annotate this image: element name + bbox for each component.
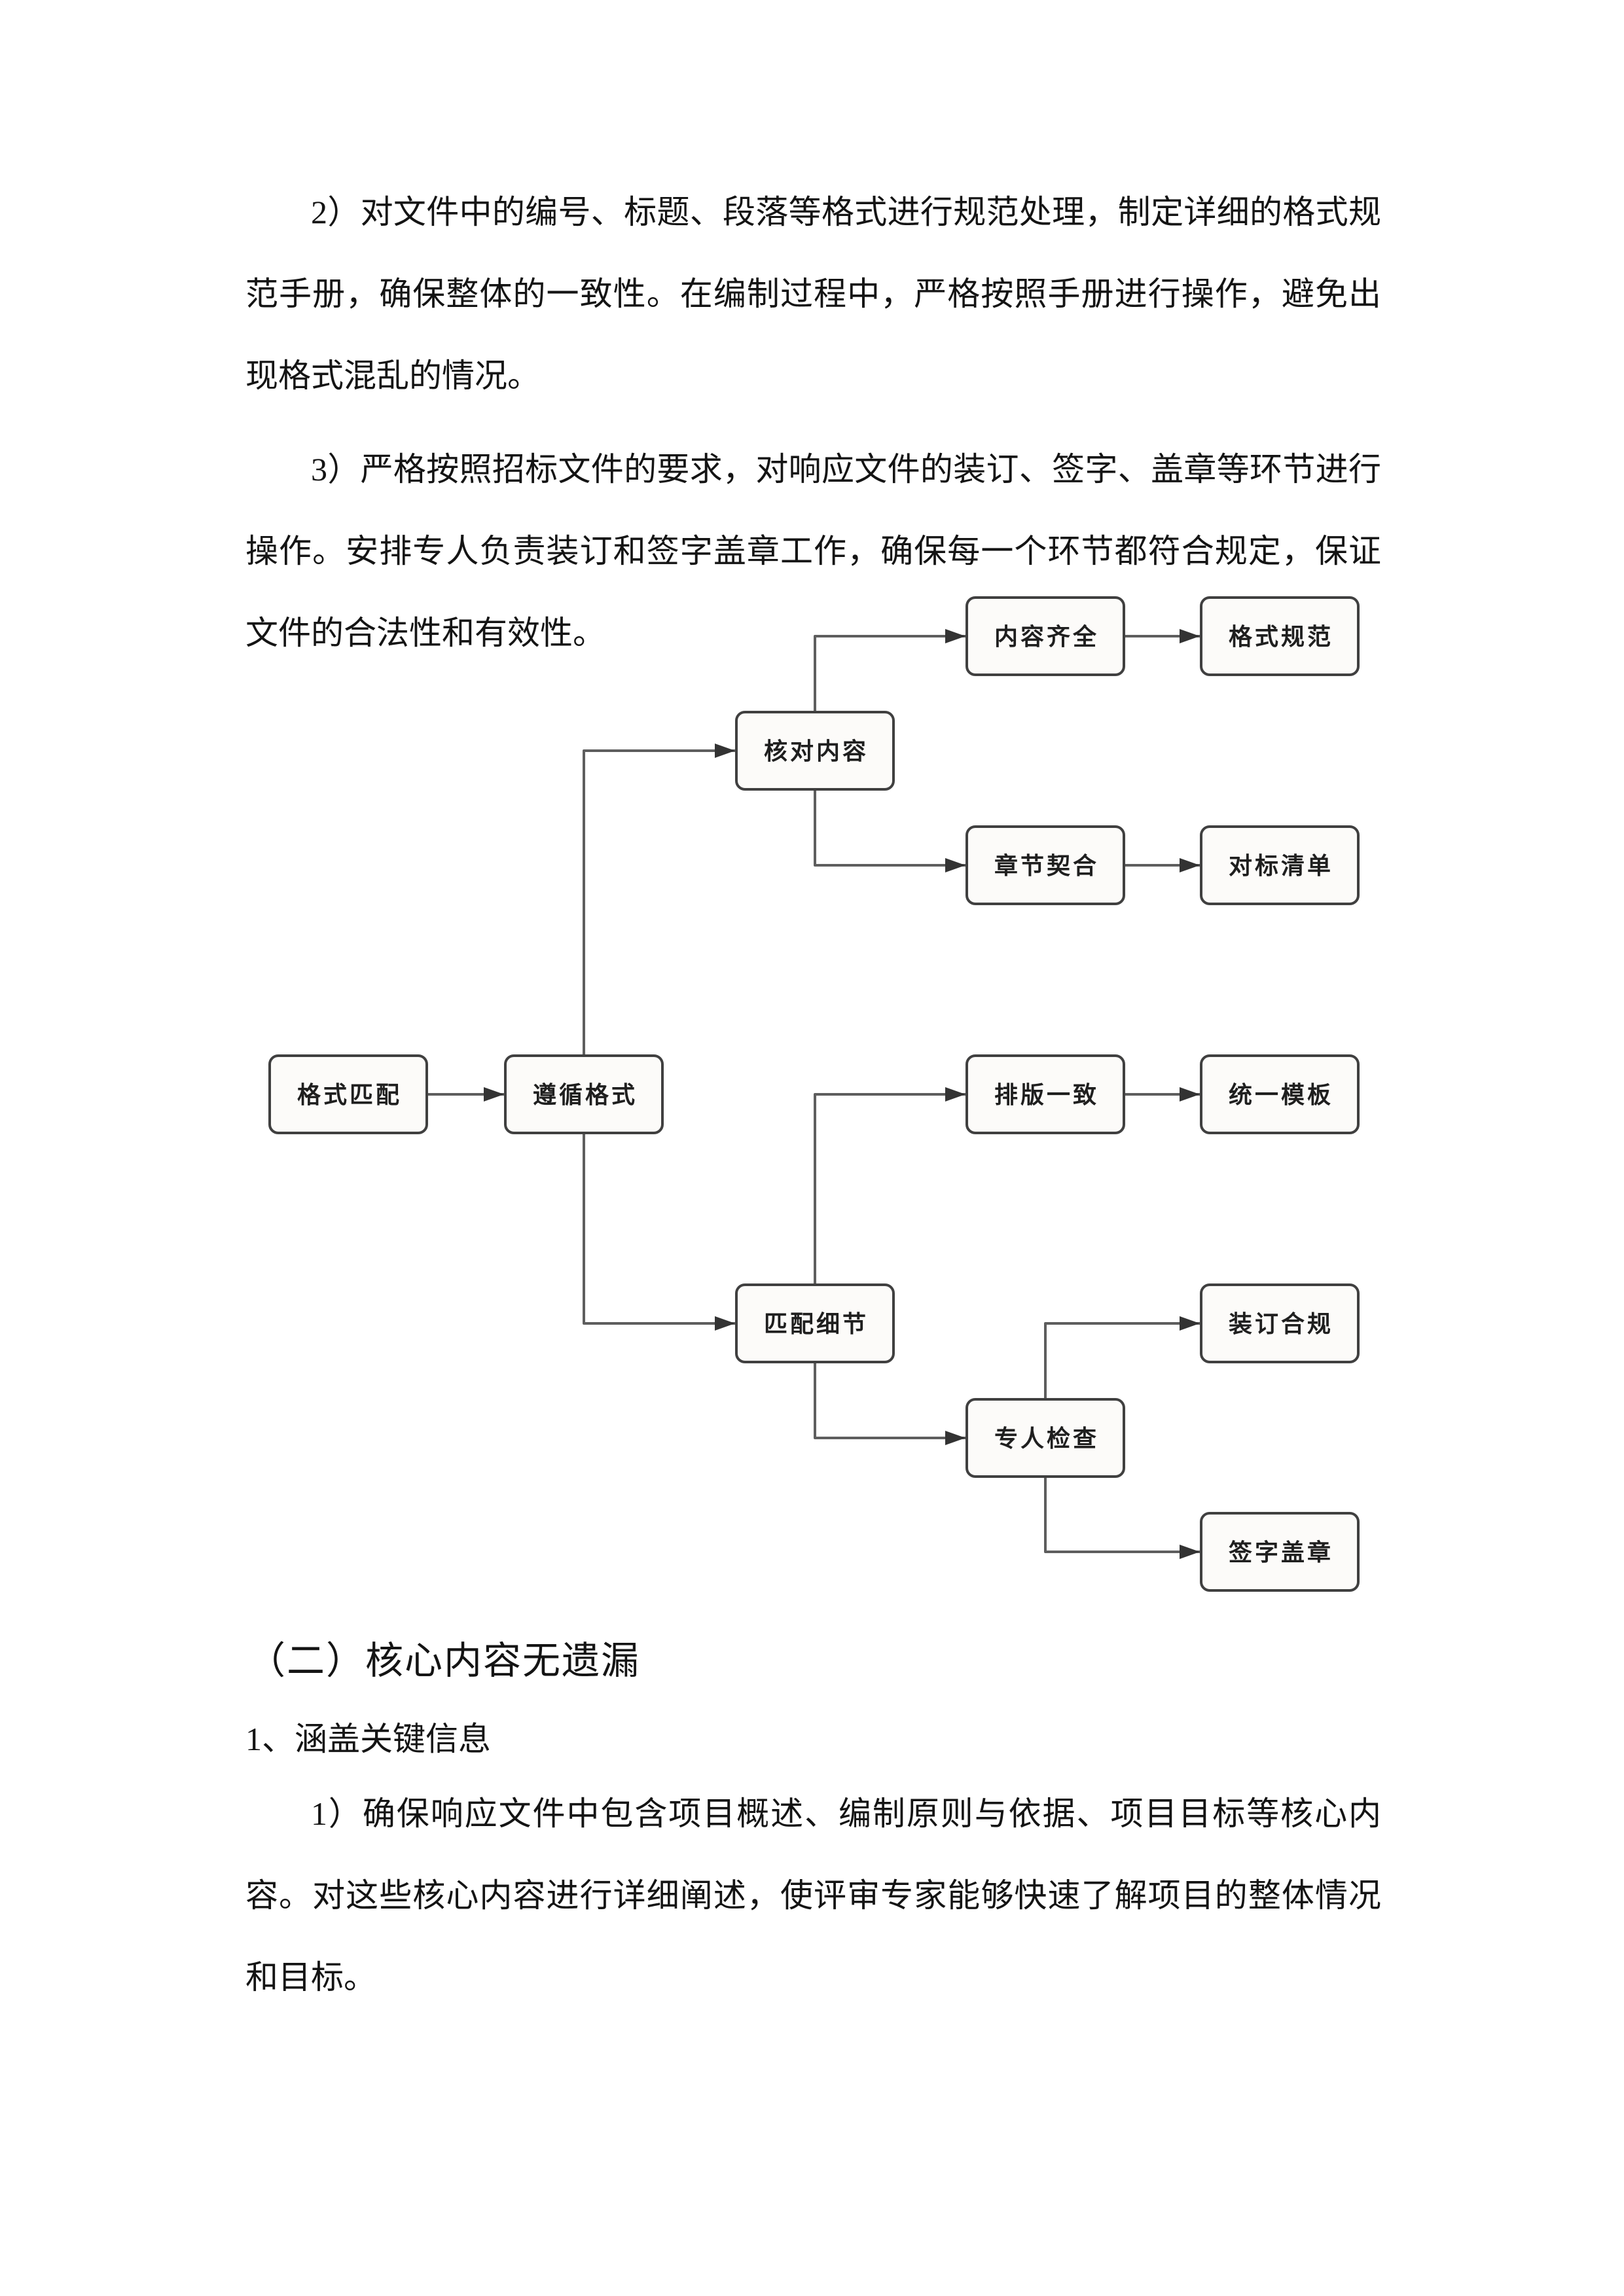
flowchart-node-format-standard: 格式规范 xyxy=(1200,596,1360,676)
edge-personnel-check-to-binding-compliant xyxy=(1044,1316,1200,1399)
edge-follow-format-to-check-content xyxy=(583,744,735,1056)
flowchart-node-check-content: 核对内容 xyxy=(735,711,895,791)
node-label-format-match: 格式匹配 xyxy=(297,1082,402,1108)
section-heading: （二）核心内容无遗漏 xyxy=(247,1640,641,1682)
flowchart-node-unified-template: 统一模板 xyxy=(1200,1054,1360,1134)
node-label-content-complete: 内容齐全 xyxy=(994,623,1099,650)
flowchart-node-format-match: 格式匹配 xyxy=(268,1054,428,1134)
flowchart-node-follow-format: 遵循格式 xyxy=(504,1054,664,1134)
flowchart-node-layout-consistent: 排版一致 xyxy=(965,1054,1125,1134)
flowchart-edges xyxy=(427,629,1200,1559)
node-label-chapter-fit: 章节契合 xyxy=(994,852,1099,879)
node-label-binding-compliant: 装订合规 xyxy=(1229,1311,1333,1337)
edge-match-details-to-personnel-check xyxy=(814,1362,965,1445)
node-label-personnel-check: 专人检查 xyxy=(994,1426,1099,1452)
flowchart-node-content-complete: 内容齐全 xyxy=(965,596,1125,676)
node-label-layout-consistent: 排版一致 xyxy=(994,1082,1099,1108)
node-label-match-details: 匹配细节 xyxy=(764,1311,869,1337)
flowchart-node-match-details: 匹配细节 xyxy=(735,1283,895,1363)
paragraph-format-standardize: 2）对文件中的编号、标题、段落等格式进行规范处理，制定详细的格式规范手册，确保整… xyxy=(245,194,1381,394)
flowchart-node-chapter-fit: 章节契合 xyxy=(965,825,1125,905)
edge-match-details-to-layout-consistent xyxy=(814,1087,965,1285)
node-label-benchmark-list: 对标清单 xyxy=(1229,853,1333,879)
node-label-unified-template: 统一模板 xyxy=(1229,1082,1333,1108)
node-label-follow-format: 遵循格式 xyxy=(533,1082,638,1108)
paragraph-binding-signing: 3）严格按照招标文件的要求，对响应文件的装订、签字、盖章等环节进行操作。安排专人… xyxy=(245,451,1381,651)
flowchart-node-binding-compliant: 装订合规 xyxy=(1200,1283,1360,1363)
node-label-format-standard: 格式规范 xyxy=(1229,624,1333,650)
node-label-sign-seal: 签字盖章 xyxy=(1229,1539,1333,1566)
paragraph-key-information: 1）确保响应文件中包含项目概述、编制原则与依据、项目目标等核心内容。对这些核心内… xyxy=(245,1795,1381,1996)
edge-check-content-to-content-complete xyxy=(814,629,965,712)
numbered-subheading: 1、涵盖关键信息 xyxy=(245,1721,491,1757)
node-label-check-content: 核对内容 xyxy=(764,738,869,764)
edge-personnel-check-to-sign-seal xyxy=(1044,1477,1200,1559)
edge-check-content-to-chapter-fit xyxy=(814,789,965,872)
flowchart-node-personnel-check: 专人检查 xyxy=(965,1398,1125,1478)
flowchart-node-sign-seal: 签字盖章 xyxy=(1200,1512,1360,1592)
flowchart-node-benchmark-list: 对标清单 xyxy=(1200,825,1360,905)
edge-follow-format-to-match-details xyxy=(583,1133,735,1331)
